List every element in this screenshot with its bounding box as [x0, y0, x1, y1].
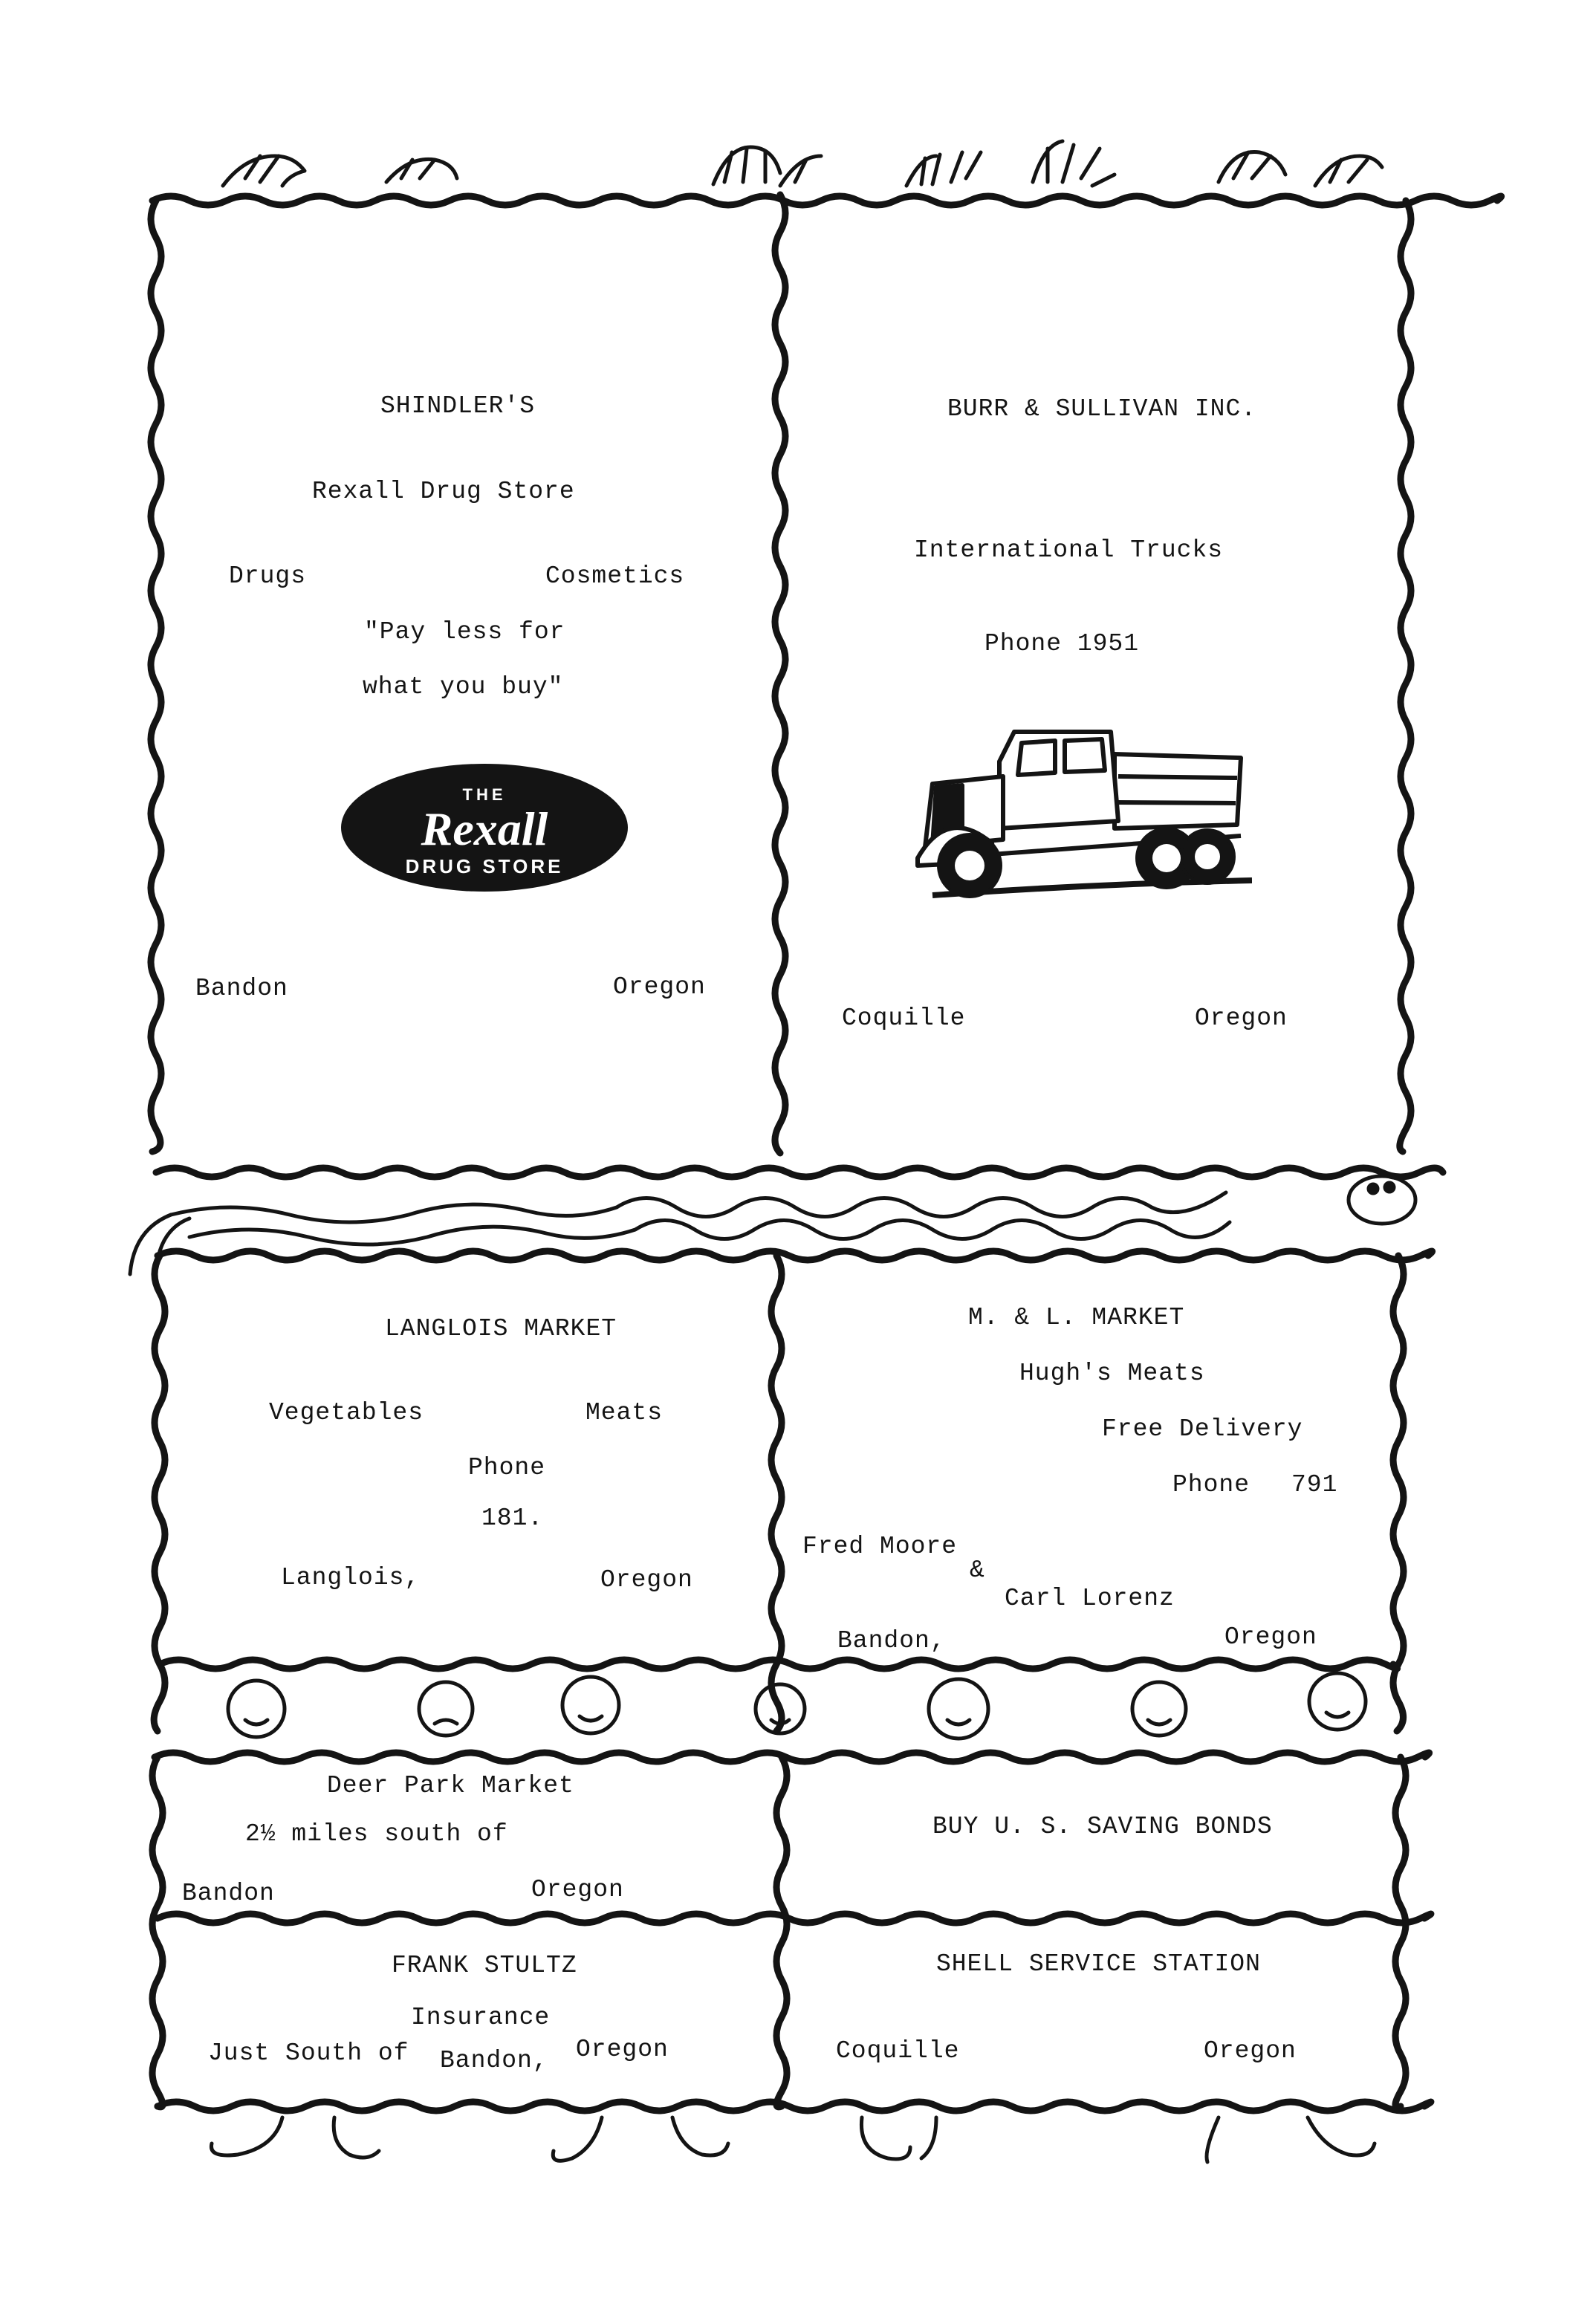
- border-mid-right: [1389, 1252, 1407, 1735]
- border-low-top: [151, 1749, 1433, 1765]
- ml-amp: &: [970, 1557, 985, 1584]
- shindlers-state: Oregon: [613, 973, 706, 1001]
- deer-park-name: Deer Park Market: [327, 1772, 574, 1799]
- deer-park-line1: 2½ miles south of: [245, 1820, 508, 1848]
- langlois-vegetables: Vegetables: [269, 1399, 424, 1426]
- dump-truck-icon: [915, 730, 1252, 898]
- ml-owner1: Fred Moore: [802, 1533, 958, 1560]
- burr-state: Oregon: [1195, 1004, 1288, 1032]
- shindlers-drugs: Drugs: [229, 562, 307, 590]
- stultz-line2-b: Bandon,: [440, 2047, 548, 2074]
- border-left-top: [147, 197, 165, 1155]
- langlois-meats: Meats: [585, 1399, 664, 1426]
- rexall-logo: THE Rexall DRUG STORE: [341, 764, 628, 892]
- langlois-state: Oregon: [600, 1566, 693, 1594]
- stultz-name: FRANK STULTZ: [392, 1952, 577, 1979]
- border-low-left: [149, 1753, 166, 2111]
- langlois-name: LANGLOIS MARKET: [385, 1315, 617, 1343]
- shell-city: Coquille: [836, 2037, 960, 2065]
- rexall-logo-the: THE: [463, 785, 507, 804]
- shindlers-city: Bandon: [195, 975, 288, 1002]
- border-mid-top: [154, 1247, 1436, 1264]
- rexall-logo-brand: Rexall: [421, 802, 548, 855]
- stultz-line2-a: Just South of: [208, 2039, 409, 2067]
- langlois-phone-number: 181.: [481, 1505, 544, 1532]
- ml-line1: Hugh's Meats: [1019, 1360, 1205, 1387]
- ml-phone-number: 791: [1291, 1471, 1338, 1499]
- border-top-row-bottom: [152, 1164, 1447, 1181]
- ml-phone-label: Phone: [1172, 1471, 1250, 1499]
- stultz-line1: Insurance: [411, 2004, 551, 2031]
- border-low-bottom: [154, 2098, 1435, 2114]
- burr-phone: Phone 1951: [984, 630, 1140, 658]
- rexall-logo-drug-store: DRUG STORE: [406, 855, 564, 877]
- langlois-city: Langlois,: [281, 1564, 421, 1591]
- deer-park-city: Bandon: [182, 1880, 275, 1907]
- ml-state: Oregon: [1224, 1623, 1317, 1651]
- ml-line2: Free Delivery: [1102, 1415, 1303, 1443]
- border-low-divider: [773, 1753, 791, 2111]
- border-low-right: [1392, 1753, 1410, 2111]
- stultz-state: Oregon: [576, 2036, 669, 2063]
- border-low-middle: [154, 1910, 1435, 1927]
- bonds-text: BUY U. S. SAVING BONDS: [932, 1813, 1273, 1840]
- ml-name: M. & L. MARKET: [968, 1304, 1185, 1331]
- border-right-top: [1396, 197, 1415, 1155]
- shell-name: SHELL SERVICE STATION: [936, 1950, 1261, 1978]
- burr-line1: International Trucks: [914, 536, 1224, 564]
- burr-city: Coquille: [842, 1004, 966, 1032]
- border-top: [149, 192, 1505, 209]
- shindlers-subtitle: Rexall Drug Store: [312, 478, 575, 505]
- border-mid-left: [150, 1252, 169, 1735]
- burr-name: BURR & SULLIVAN INC.: [947, 395, 1257, 423]
- border-mid-bottom: [156, 1656, 1401, 1672]
- shindlers-slogan-2: what you buy": [363, 673, 564, 701]
- ml-owner2: Carl Lorenz: [1005, 1585, 1175, 1612]
- shindlers-name: SHINDLER'S: [380, 392, 536, 420]
- border-divider-top: [771, 191, 789, 1157]
- langlois-phone-label: Phone: [468, 1454, 546, 1481]
- shindlers-cosmetics: Cosmetics: [545, 562, 685, 590]
- deer-park-state: Oregon: [531, 1876, 624, 1903]
- shindlers-slogan-1: "Pay less for: [364, 618, 565, 646]
- shell-state: Oregon: [1204, 2037, 1297, 2065]
- ml-city: Bandon,: [837, 1627, 946, 1655]
